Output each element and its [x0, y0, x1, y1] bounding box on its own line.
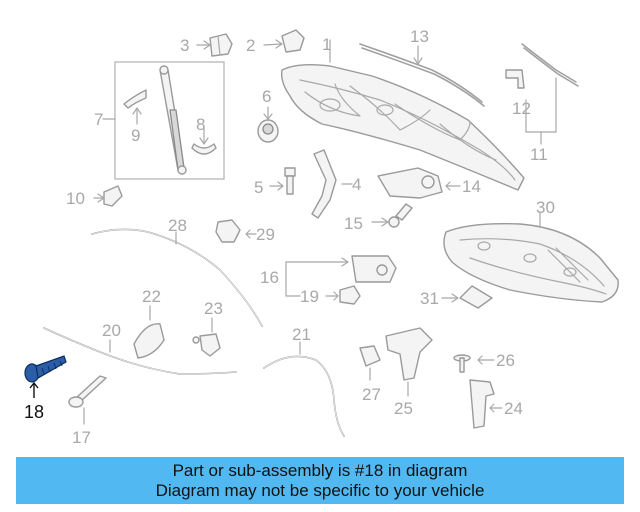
part-13-weatherstrip[interactable]: 13 — [359, 27, 485, 107]
callout-14: 14 — [462, 177, 481, 196]
part-22-handle[interactable]: 22 — [133, 287, 165, 359]
callout-31: 31 — [420, 289, 439, 308]
part-3-bump-stop[interactable]: 3 — [180, 33, 233, 57]
part-31-bracket[interactable]: 31 — [420, 285, 493, 309]
banner-line-2: Diagram may not be specific to your vehi… — [155, 480, 485, 500]
callout-15: 15 — [344, 214, 363, 233]
part-24-bracket[interactable]: 24 — [469, 379, 523, 429]
part-19-bracket[interactable]: 19 — [300, 285, 361, 306]
callout-25: 25 — [394, 399, 413, 418]
part-2-bumper[interactable]: 2 — [246, 29, 305, 55]
callout-29: 29 — [256, 225, 275, 244]
callout-19: 19 — [300, 287, 319, 306]
part-20-cable[interactable]: 20 — [43, 321, 237, 375]
callout-28: 28 — [168, 216, 187, 235]
callout-8: 8 — [196, 115, 205, 134]
callout-9: 9 — [131, 126, 140, 145]
callout-23: 23 — [204, 299, 223, 318]
banner-line-1: Part or sub-assembly is #18 in diagram — [172, 460, 468, 480]
part-5-bolt[interactable]: 5 — [254, 167, 296, 197]
callout-21: 21 — [292, 325, 311, 344]
callout-16: 16 — [260, 268, 279, 287]
part-21-cable[interactable]: 21 — [263, 325, 345, 437]
info-banner: Part or sub-assembly is #18 in diagram D… — [16, 457, 624, 504]
part-10-clip[interactable]: 10 — [66, 185, 123, 208]
callout-5: 5 — [254, 178, 263, 197]
callout-11: 11 — [530, 145, 548, 164]
callout-22: 22 — [142, 287, 161, 306]
part-4-hinge[interactable]: 4 — [311, 149, 361, 219]
part-15-screw[interactable]: 15 — [344, 203, 413, 233]
part-17-rod[interactable]: 17 — [68, 375, 107, 447]
callout-4: 4 — [352, 175, 361, 194]
callout-3: 3 — [180, 36, 189, 55]
parts-diagram: 3 2 7 9 8 6 1 — [24, 27, 619, 447]
callout-10: 10 — [66, 189, 85, 208]
callout-30: 30 — [536, 198, 555, 217]
callout-24: 24 — [504, 399, 523, 418]
part-28-release-cable[interactable]: 28 — [91, 216, 263, 327]
part-6-grommet[interactable]: 6 — [257, 87, 279, 143]
part-7-strut-assembly[interactable]: 7 9 8 — [94, 61, 225, 180]
part-16-latch-assembly[interactable]: 16 — [260, 255, 397, 297]
part-30-insulator[interactable]: 30 — [443, 198, 619, 303]
part-27-clip[interactable]: 27 — [359, 345, 381, 404]
part-26-bolt[interactable]: 26 — [453, 351, 515, 373]
callout-12: 12 — [512, 99, 531, 118]
callout-26: 26 — [496, 351, 515, 370]
callout-1: 1 — [322, 35, 331, 54]
part-11-12-seals[interactable]: 12 11 — [505, 43, 579, 164]
callout-13: 13 — [410, 27, 429, 46]
callout-6: 6 — [262, 87, 271, 106]
callout-2: 2 — [246, 36, 255, 55]
part-14-latch[interactable]: 14 — [377, 167, 481, 199]
callout-20: 20 — [102, 321, 121, 340]
callout-7: 7 — [94, 110, 103, 129]
callout-27: 27 — [362, 385, 381, 404]
part-25-bracket[interactable]: 25 — [385, 327, 433, 418]
part-29-clip[interactable]: 29 — [215, 219, 275, 244]
callout-18: 18 — [24, 402, 44, 422]
callout-17: 17 — [72, 428, 91, 447]
part-18-screw-highlighted[interactable]: 18 — [24, 355, 67, 422]
part-1-hood[interactable]: 1 — [280, 35, 525, 191]
part-23-lever[interactable]: 23 — [192, 299, 223, 357]
